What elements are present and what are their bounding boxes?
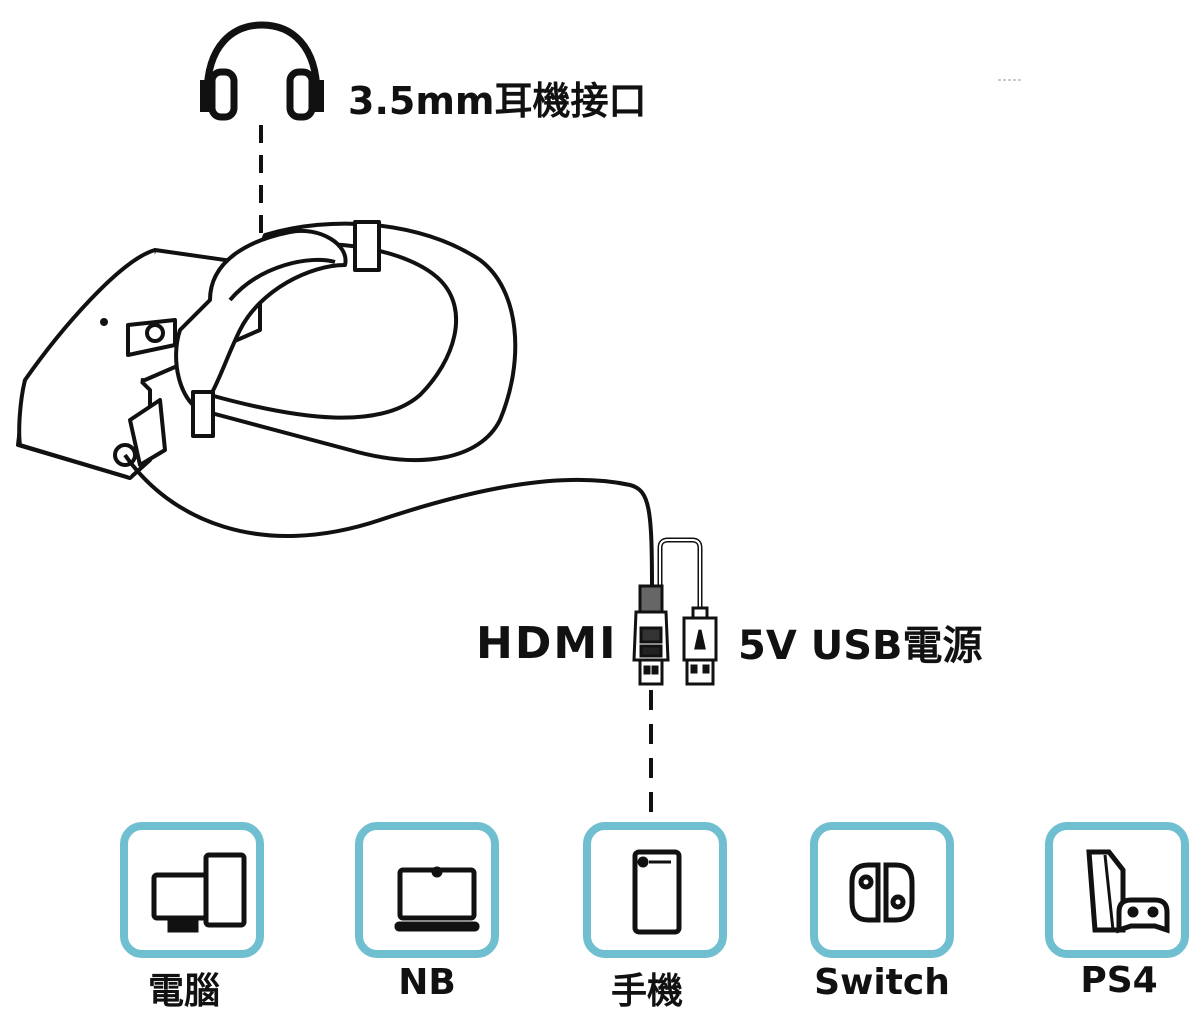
usb-connector-icon [682, 606, 718, 686]
device-label: 手機 [610, 971, 683, 1012]
device-desktop [120, 822, 264, 958]
device-label: Switch [814, 962, 950, 1003]
device-laptop [355, 822, 499, 958]
device-switch [810, 822, 954, 958]
device-label: 電腦 [147, 971, 220, 1012]
usb-power-label: 5V USB電源 [738, 623, 983, 669]
headphones-icon [200, 21, 324, 121]
desktop-computer-icon [151, 852, 247, 933]
ps4-console-icon [1086, 849, 1170, 934]
device-smartphone [583, 822, 727, 958]
device-label: NB [398, 962, 456, 1003]
vr-headset-illustration [16, 220, 518, 480]
hdmi-connector-icon [632, 584, 670, 686]
cable [123, 453, 654, 591]
smartphone-icon [632, 849, 682, 935]
headphone-jack-label: 3.5mm耳機接口 [348, 79, 647, 123]
usb-cable-branch [657, 537, 703, 612]
device-ps4 [1045, 822, 1189, 958]
nintendo-switch-icon [849, 862, 915, 923]
device-label: PS4 [1080, 960, 1158, 1001]
laptop-icon [394, 866, 480, 932]
hdmi-label: HDMI [476, 618, 618, 669]
